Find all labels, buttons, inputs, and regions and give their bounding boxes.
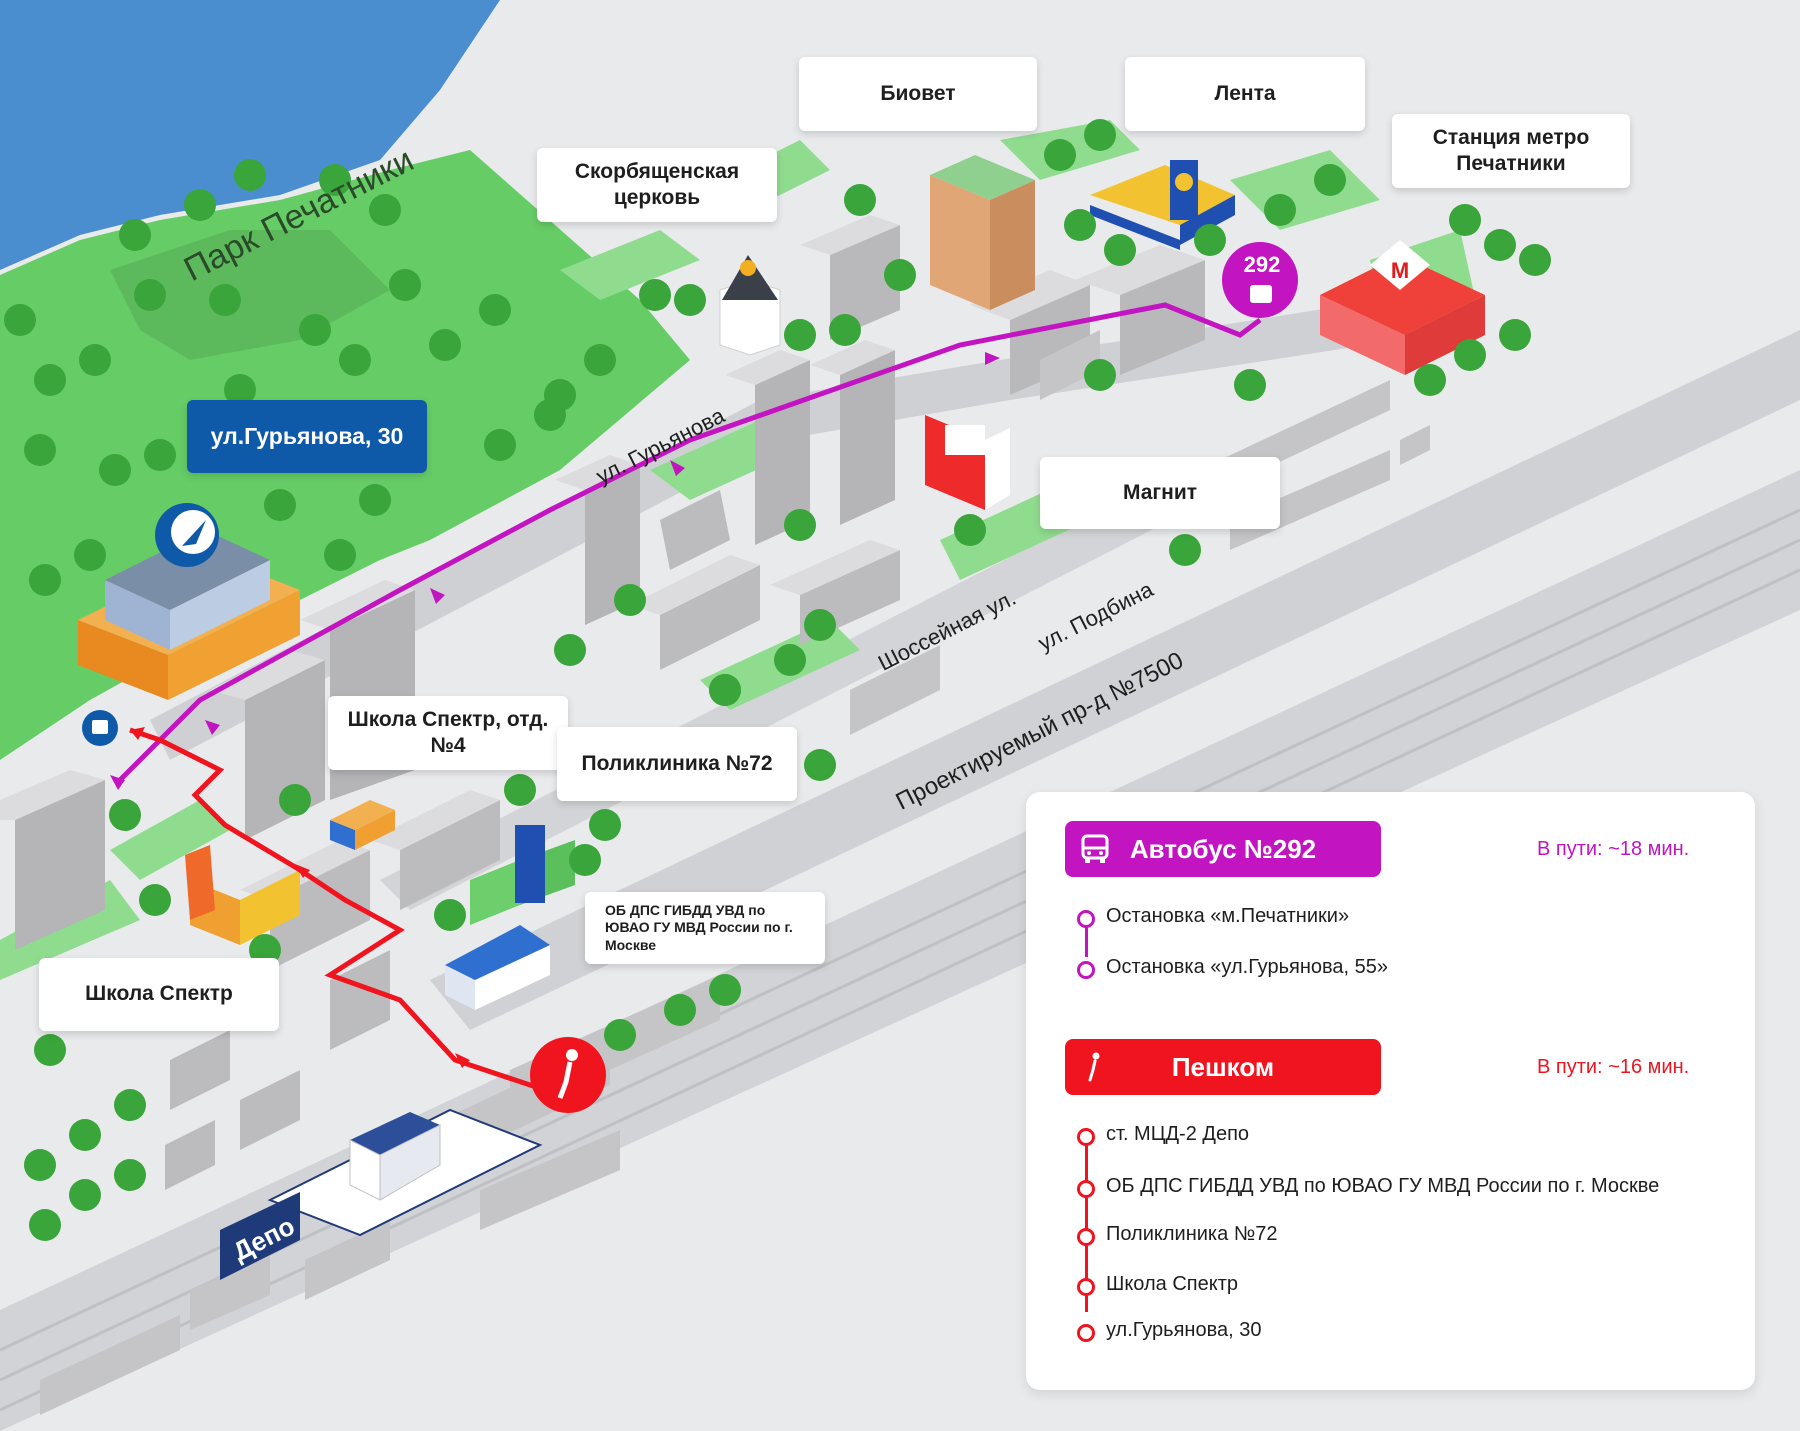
walk-route-line	[129, 727, 561, 1098]
bus-stop-dot	[1077, 910, 1095, 928]
lawn	[110, 800, 230, 880]
bus-route-arrow	[670, 460, 685, 476]
bus-stop-marker-292: 292	[1222, 242, 1298, 318]
walk-stop-dot	[1077, 1228, 1095, 1246]
walk-route-header: Пешком	[1065, 1039, 1381, 1095]
walk-route-label: Пешком	[1171, 1051, 1275, 1082]
church-building	[719, 255, 781, 356]
depo-station	[267, 1108, 543, 1237]
route-legend: Автобус №292 В пути: ~18 мин. Остановка …	[1026, 792, 1755, 1390]
pedestrian-icon	[1088, 1052, 1100, 1082]
road-proezd	[430, 330, 1800, 1030]
buildings	[0, 215, 1430, 1415]
school4-building	[330, 800, 395, 850]
callout-metro: Станция метро Печатники	[1392, 114, 1630, 188]
metro-building: М	[1320, 240, 1485, 375]
bus-route-arrow	[430, 588, 445, 604]
magnit-building	[925, 415, 1010, 510]
clinic-building	[470, 825, 575, 925]
callout-school: Школа Спектр	[39, 958, 279, 1031]
walk-start-marker	[530, 1037, 606, 1113]
police-building	[445, 925, 550, 1010]
callout-lenta: Лента	[1125, 57, 1365, 131]
walk-route-arrow	[295, 864, 310, 878]
walk-stop-dot	[1077, 1128, 1095, 1146]
bus-route-time: В пути: ~18 мин.	[1537, 838, 1690, 860]
walk-route-arrow	[130, 727, 145, 740]
destination-pin	[155, 503, 219, 567]
walk-route-arrow	[455, 1053, 470, 1068]
bus-route-label: Автобус №292	[1129, 833, 1317, 864]
walk-stops-connector	[1085, 1142, 1088, 1312]
bus-stops-connector	[1085, 923, 1088, 957]
destination-building	[78, 530, 300, 700]
callout-police: ОБ ДПС ГИБДД УВД по ЮВАО ГУ МВД России п…	[585, 892, 825, 964]
lawn	[1230, 150, 1380, 230]
depo-sign	[220, 1192, 300, 1280]
bus-route-arrow	[985, 352, 1000, 365]
river-water	[0, 0, 500, 270]
metro-logo: М	[1391, 258, 1409, 283]
biovet-building	[930, 155, 1035, 310]
lawn	[560, 230, 700, 300]
walk-route-time: В пути: ~16 мин.	[1537, 1056, 1690, 1078]
bus-icon	[1081, 834, 1109, 863]
callout-clinic: Поликлиника №72	[557, 727, 797, 801]
walk-stop-dot	[1077, 1324, 1095, 1342]
callout-biovet: Биовет	[799, 57, 1037, 131]
lenta-building	[1090, 160, 1235, 250]
school-building	[185, 845, 300, 945]
callout-address: ул.Гурьянова, 30	[187, 400, 427, 473]
walk-stop-dot	[1077, 1278, 1095, 1296]
bus-route-arrow	[205, 720, 220, 735]
trees	[4, 119, 1551, 1241]
bus-stop-icon	[82, 710, 118, 746]
callout-school4: Школа Спектр, отд. №4	[328, 696, 568, 770]
callout-magnit: Магнит	[1040, 457, 1280, 529]
bus-stop-dot	[1077, 961, 1095, 979]
bus-route-header: Автобус №292	[1065, 821, 1381, 877]
walk-stop-dot	[1077, 1180, 1095, 1198]
callout-church: Скорбященская церковь	[537, 148, 777, 222]
road-guryanova	[150, 300, 1400, 760]
bus-route-line	[118, 302, 1262, 782]
bus-number-label: 292	[1244, 252, 1281, 277]
bus-route-arrow	[110, 775, 125, 790]
